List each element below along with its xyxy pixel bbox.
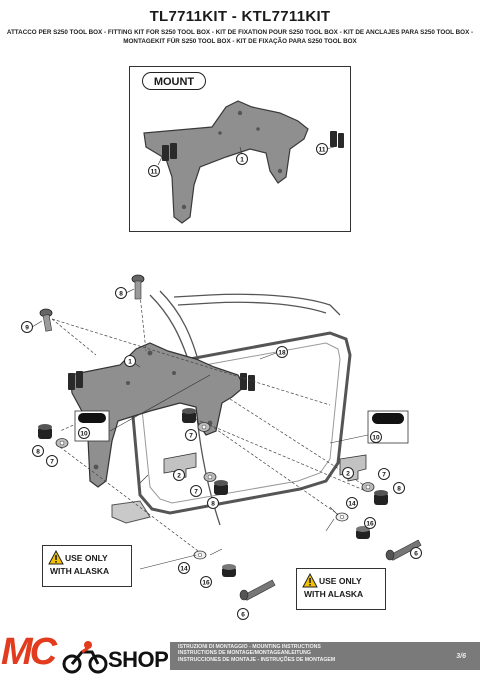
motorcycle-icon (62, 641, 108, 674)
callout-8-mid: 8 (211, 501, 215, 508)
callout-10-left: 10 (80, 431, 88, 438)
callout-10-right: 10 (372, 435, 380, 442)
callout-18: 18 (278, 350, 286, 357)
callout-8-top: 8 (119, 291, 123, 298)
subtitle-line-2: MONTAGEKIT FÜR S250 TOOL BOX - KIT DE FI… (123, 38, 357, 45)
logo-mc-text: MC (1, 631, 57, 673)
foot-bracket (111, 500, 151, 524)
callout-14-bottom: 14 (180, 566, 188, 573)
washer-right (335, 512, 349, 522)
toolbox-marker-left (74, 410, 110, 442)
mount-callout-11-right: 11 (319, 147, 326, 154)
mount-callout-1: 1 (240, 157, 244, 164)
warning-line-1: USE ONLY (65, 553, 108, 563)
warning-line-1: USE ONLY (319, 576, 362, 586)
bolt-9 (131, 274, 145, 300)
mount-label: MOUNT (142, 72, 206, 90)
rubber-buffer-mid-top (182, 408, 196, 423)
clip-main-left (68, 371, 83, 390)
callout-7-mid-2: 7 (194, 489, 198, 496)
page-footer: ISTRUZIONI DI MONTAGGIO - MOUNTING INSTR… (0, 630, 480, 679)
rubber-buffer-right (374, 490, 388, 505)
footer-bar (170, 642, 480, 670)
washer-bottom (193, 550, 207, 560)
callout-7-right: 7 (382, 472, 386, 479)
side-frame (130, 331, 352, 515)
footer-instructions: ISTRUZIONI DI MONTAGGIO - MOUNTING INSTR… (178, 644, 335, 663)
callout-9: 9 (25, 325, 29, 332)
mount-illustration: 1 11 11 (143, 100, 344, 224)
assembly-illustration: 8 9 1 18 10 10 8 7 7 7 8 2 2 7 8 14 16 6… (21, 274, 422, 620)
footer-line-2: INSTRUCTIONS DE MONTAGE/MONTAGEANLEITUNG (178, 650, 311, 657)
bolt-6-right (385, 539, 422, 561)
callout-6-bottom: 6 (241, 612, 245, 619)
callout-7-left: 7 (50, 459, 54, 466)
callout-16-bottom: 16 (202, 580, 210, 587)
footer-line-3: INSTRUCCIONES DE MONTAJE - INSTRUÇÕES DE… (178, 656, 336, 663)
warning-triangle-icon (48, 550, 64, 565)
warning-box-left: USE ONLY WITH ALASKA (42, 545, 132, 587)
nut-right (361, 482, 375, 492)
mount-panel: 1 11 11 MOUNT (129, 66, 351, 232)
warning-line-2: WITH ALASKA (50, 566, 110, 576)
rubber-buffer-mid-low (214, 480, 228, 495)
mount-callout-11-left: 11 (151, 169, 158, 176)
callout-1: 1 (128, 359, 132, 366)
spacer-2-left (163, 452, 197, 480)
logo-shop-text: SHOP (108, 647, 169, 672)
leader-lines (31, 288, 369, 570)
callout-14-right: 14 (348, 501, 356, 508)
bolt-6-bottom (239, 579, 276, 601)
clip-right (330, 131, 344, 148)
callout-6-right: 6 (414, 551, 418, 558)
nut-mid-top (197, 422, 211, 432)
page-number: 3/6 (456, 653, 466, 660)
document-title: TL7711KIT - KTL7711KIT (149, 8, 331, 25)
document-header: TL7711KIT - KTL7711KIT ATTACCO PER S250 … (0, 8, 480, 46)
footer-line-1: ISTRUZIONI DI MONTAGGIO - MOUNTING INSTR… (178, 644, 321, 650)
warning-triangle-icon (302, 573, 318, 588)
mcshop-logo: MC SHOP (0, 630, 180, 678)
nut-mid-low (203, 472, 217, 482)
bracket-plate (143, 100, 309, 224)
nut-left (55, 438, 69, 448)
assembly-lines (51, 294, 371, 552)
bolt-9-left (39, 308, 53, 332)
callout-16-right: 16 (366, 521, 374, 528)
callout-2-right: 2 (346, 471, 350, 478)
subtitle-line-1: ATTACCO PER S250 TOOL BOX - FITTING KIT … (6, 29, 474, 36)
bushing-bottom (222, 564, 236, 577)
rubber-buffer-left (38, 424, 52, 439)
side-frame-inner (141, 342, 341, 504)
clip-main-right (240, 373, 255, 391)
callout-8-right: 8 (397, 486, 401, 493)
warning-line-2: WITH ALASKA (304, 589, 364, 599)
callout-7-mid-1: 7 (189, 433, 193, 440)
callout-2-left: 2 (177, 473, 181, 480)
clip-left (162, 143, 177, 161)
document-subtitle: ATTACCO PER S250 TOOL BOX - FITTING KIT … (0, 28, 480, 46)
callout-8-left: 8 (36, 449, 40, 456)
warning-box-right: USE ONLY WITH ALASKA (296, 568, 386, 610)
